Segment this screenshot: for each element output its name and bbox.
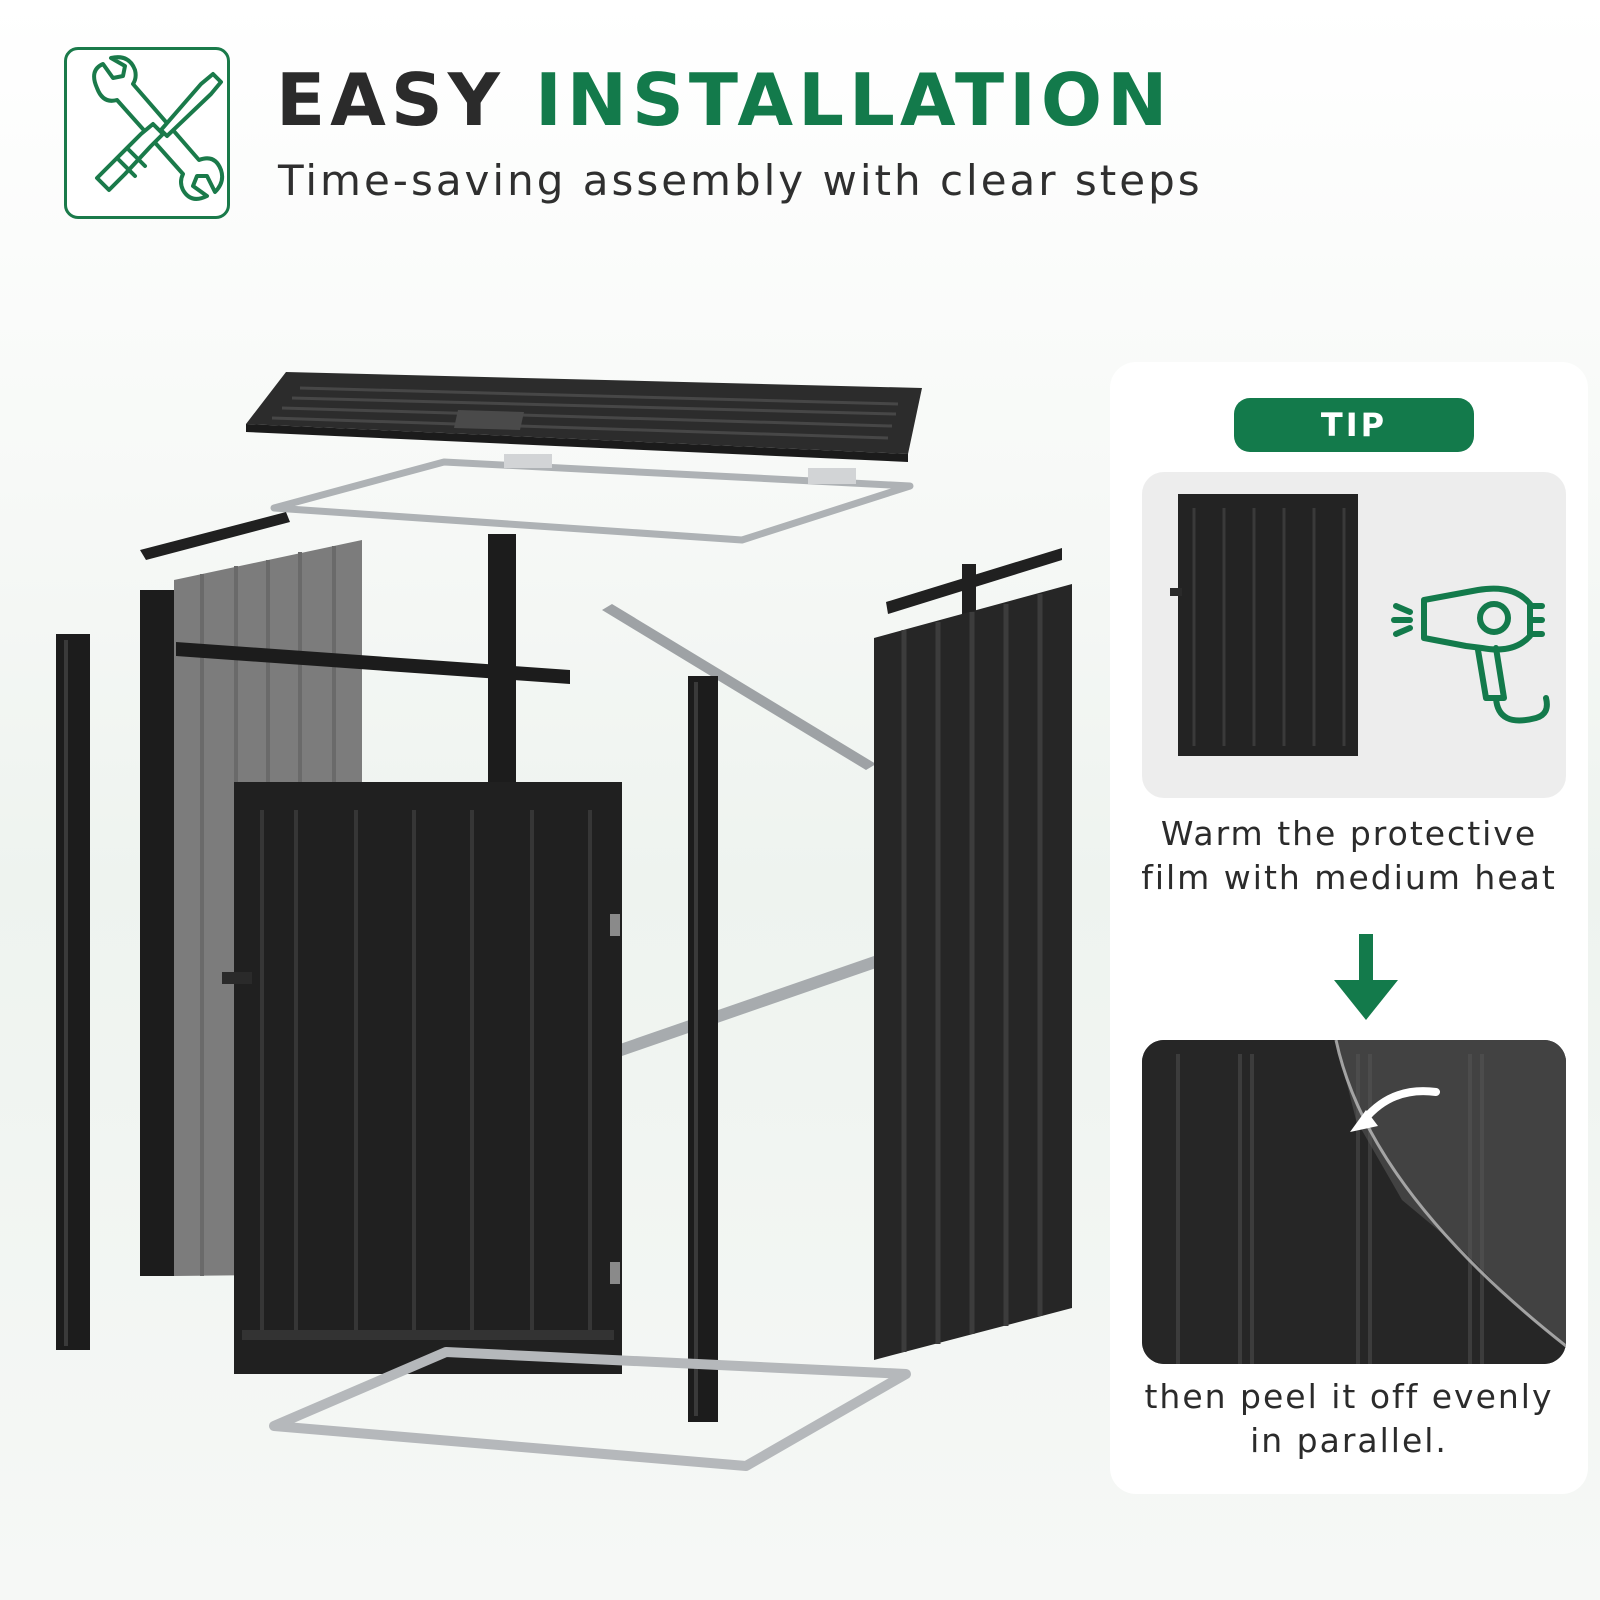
- tip-badge: TIP: [1234, 398, 1474, 452]
- title-part-easy: EASY: [276, 58, 505, 142]
- wrench-screwdriver-icon: [64, 47, 230, 219]
- top-frame: [270, 458, 914, 544]
- base-frame: [269, 1347, 911, 1471]
- tip-step2-line2: in parallel.: [1250, 1421, 1448, 1460]
- right-wall-panel: [874, 584, 1072, 1360]
- tip-step1-line2: film with medium heat: [1141, 858, 1557, 897]
- tip-step1-line1: Warm the protective: [1160, 814, 1538, 853]
- tip-step1-text: Warm the protective film with medium heat: [1110, 812, 1588, 900]
- tip-step2-text: then peel it off evenly in parallel.: [1110, 1375, 1588, 1463]
- page-title: EASY INSTALLATION: [276, 58, 1172, 142]
- arrow-down-icon: [1334, 934, 1398, 1020]
- title-part-installation: INSTALLATION: [534, 58, 1173, 142]
- curved-arrow-icon: [1350, 1087, 1440, 1132]
- roof-panel: [246, 372, 922, 462]
- hair-dryer-icon: [1391, 585, 1550, 724]
- shed-exploded-illustration: [56, 372, 1072, 1471]
- page-subtitle: Time-saving assembly with clear steps: [278, 156, 1203, 205]
- tip-image-heat-film: [1142, 472, 1566, 798]
- door-panel: [222, 782, 622, 1374]
- tip-step2-line1: then peel it off evenly: [1144, 1377, 1554, 1416]
- tip-image-peel-film: [1142, 1040, 1566, 1364]
